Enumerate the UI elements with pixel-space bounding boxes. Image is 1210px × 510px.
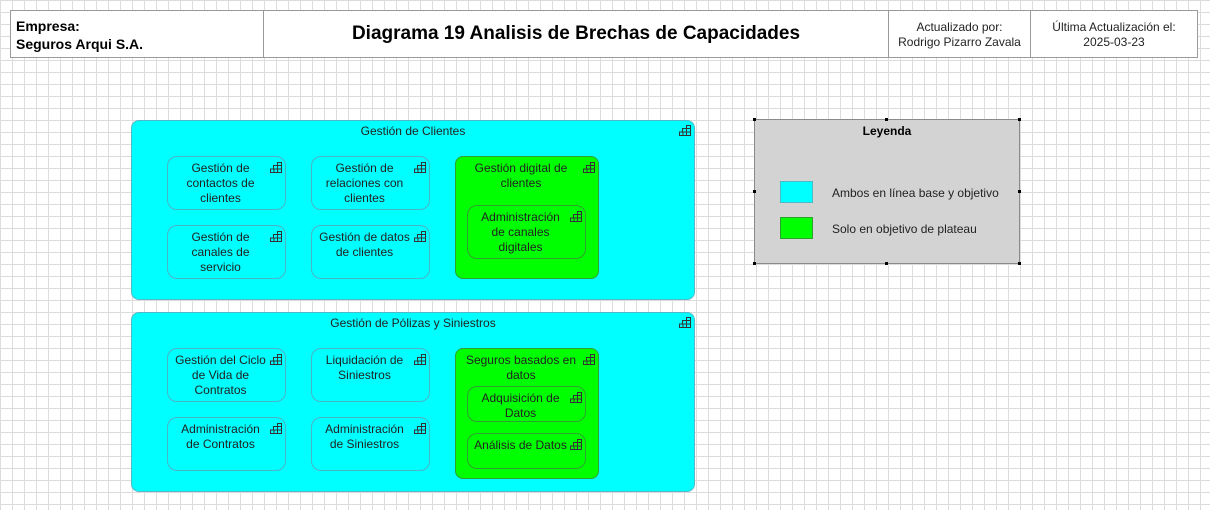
group-label: Gestión de Clientes bbox=[360, 124, 466, 138]
selection-handle[interactable] bbox=[885, 262, 888, 265]
capability-icon bbox=[270, 423, 282, 434]
capability-icon bbox=[570, 439, 582, 450]
selection-handle[interactable] bbox=[1018, 262, 1021, 265]
capability-icon bbox=[414, 231, 426, 242]
selection-handle[interactable] bbox=[753, 118, 756, 121]
capability-box[interactable]: Adquisición de Datos bbox=[467, 386, 586, 422]
green-group-label: Gestión digital de clientes bbox=[474, 161, 568, 190]
legend-swatch-baseline-target bbox=[780, 181, 813, 203]
capability-label: Adquisición de Datos bbox=[481, 391, 560, 420]
company-cell: Empresa: Seguros Arqui S.A. bbox=[10, 10, 264, 58]
diagram-title-cell: Diagrama 19 Analisis de Brechas de Capac… bbox=[263, 10, 889, 58]
group-label: Gestión de Pólizas y Siniestros bbox=[330, 316, 496, 330]
selection-handle[interactable] bbox=[1018, 190, 1021, 193]
capability-icon bbox=[414, 354, 426, 365]
capability-box[interactable]: Análisis de Datos bbox=[467, 433, 586, 469]
capability-icon bbox=[414, 162, 426, 173]
selection-handle[interactable] bbox=[885, 118, 888, 121]
group-gestion-clientes[interactable]: Gestión de Clientes Gestión de contactos… bbox=[131, 120, 695, 300]
selection-handle[interactable] bbox=[753, 262, 756, 265]
capability-icon bbox=[679, 125, 691, 136]
capability-box[interactable]: Gestión de datos de clientes bbox=[311, 225, 430, 279]
capability-icon bbox=[570, 211, 582, 222]
capability-label: Gestión del Ciclo de Vida de Contratos bbox=[175, 353, 266, 397]
last-update-cell: Última Actualización el: 2025-03-23 bbox=[1030, 10, 1198, 58]
diagram-title: Diagrama 19 Analisis de Brechas de Capac… bbox=[351, 23, 801, 44]
capability-icon bbox=[270, 354, 282, 365]
capability-box[interactable]: Gestión de relaciones con clientes bbox=[311, 156, 430, 210]
legend-label-target-only: Solo en objetivo de plateau bbox=[832, 222, 977, 236]
capability-icon bbox=[270, 162, 282, 173]
group-gestion-polizas-siniestros[interactable]: Gestión de Pólizas y Siniestros Gestión … bbox=[131, 312, 695, 492]
company-name: Seguros Arqui S.A. bbox=[16, 36, 144, 52]
capability-label: Administración de Contratos bbox=[181, 422, 260, 451]
last-update-label: Última Actualización el: bbox=[1052, 20, 1176, 34]
capability-label: Análisis de Datos bbox=[474, 438, 567, 452]
green-capability-group[interactable]: Seguros basados en datos Adquisición de … bbox=[455, 348, 599, 479]
capability-label: Liquidación de Siniestros bbox=[325, 353, 404, 382]
capability-box[interactable]: Liquidación de Siniestros bbox=[311, 348, 430, 402]
capability-label: Administración de Siniestros bbox=[325, 422, 404, 451]
capability-icon bbox=[583, 162, 595, 173]
capability-icon bbox=[270, 231, 282, 242]
capability-box[interactable]: Gestión de canales de servicio bbox=[167, 225, 286, 279]
updated-by-name: Rodrigo Pizarro Zavala bbox=[898, 35, 1021, 49]
capability-box[interactable]: Administración de canales digitales bbox=[467, 205, 586, 259]
company-label: Empresa: bbox=[16, 18, 80, 34]
updated-by-label: Actualizado por: bbox=[916, 20, 1003, 34]
capability-label: Gestión de relaciones con clientes bbox=[325, 161, 404, 205]
capability-icon bbox=[414, 423, 426, 434]
selection-handle[interactable] bbox=[753, 190, 756, 193]
legend-swatch-target-only bbox=[780, 217, 813, 239]
updated-by-cell: Actualizado por: Rodrigo Pizarro Zavala bbox=[888, 10, 1031, 58]
green-capability-group[interactable]: Gestión digital de clientes Administraci… bbox=[455, 156, 599, 279]
capability-label: Gestión de datos de clientes bbox=[319, 230, 410, 259]
green-group-label: Seguros basados en datos bbox=[465, 353, 577, 382]
selection-handle[interactable] bbox=[1018, 118, 1021, 121]
capability-label: Gestión de contactos de clientes bbox=[186, 161, 255, 205]
capability-box[interactable]: Gestión de contactos de clientes bbox=[167, 156, 286, 210]
legend-box[interactable]: Leyenda Ambos en línea base y objetivo S… bbox=[754, 119, 1020, 264]
legend-title: Leyenda bbox=[862, 124, 912, 138]
capability-icon bbox=[583, 354, 595, 365]
capability-box[interactable]: Gestión del Ciclo de Vida de Contratos bbox=[167, 348, 286, 402]
capability-icon bbox=[570, 392, 582, 403]
capability-box[interactable]: Administración de Contratos bbox=[167, 417, 286, 471]
capability-label: Gestión de canales de servicio bbox=[191, 230, 250, 274]
last-update-date: 2025-03-23 bbox=[1083, 35, 1145, 49]
capability-box[interactable]: Administración de Siniestros bbox=[311, 417, 430, 471]
capability-icon bbox=[679, 317, 691, 328]
legend-label-baseline-target: Ambos en línea base y objetivo bbox=[832, 186, 999, 200]
capability-label: Administración de canales digitales bbox=[481, 210, 560, 254]
